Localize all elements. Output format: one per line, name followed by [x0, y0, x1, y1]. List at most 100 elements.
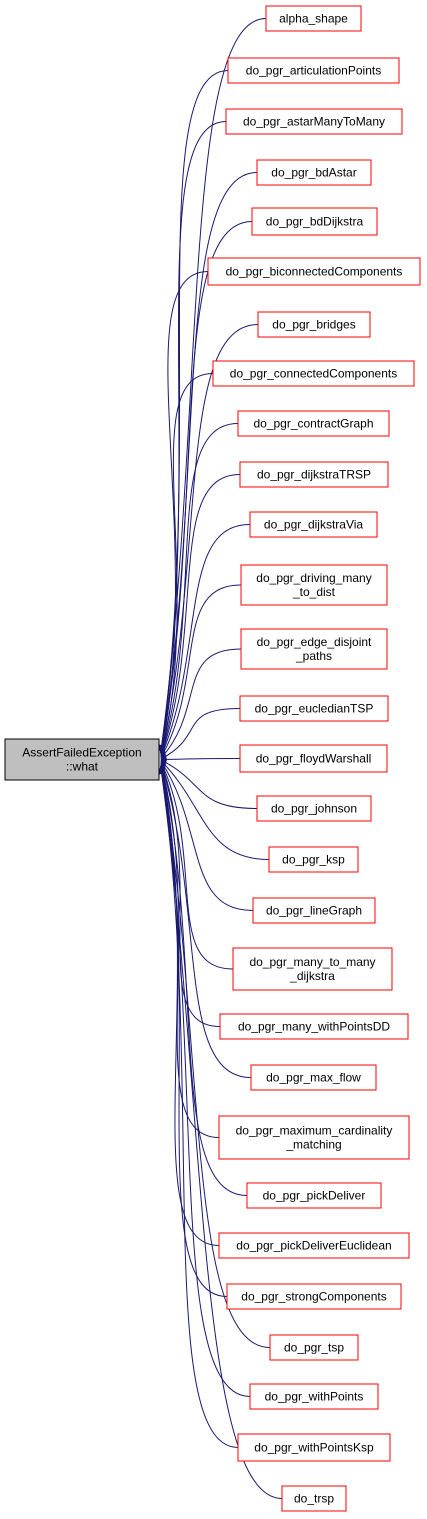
caller-node[interactable]: do_trsp	[281, 1485, 347, 1512]
call-edge	[160, 759, 258, 809]
caller-node-label: do_pgr_pickDeliver	[263, 1189, 366, 1203]
caller-node-box[interactable]	[265, 5, 362, 32]
caller-node-label: do_pgr_max_flow	[266, 1071, 361, 1085]
caller-node-box[interactable]	[237, 1433, 391, 1462]
call-edge	[160, 584, 242, 758]
caller-node-label: do_pgr_many_withPointsDD	[238, 1020, 390, 1034]
call-edge	[160, 648, 242, 759]
caller-node-box[interactable]	[249, 1383, 379, 1410]
caller-node[interactable]: do_pgr_bridges	[257, 311, 371, 338]
call-edge	[160, 760, 270, 860]
caller-node-box[interactable]	[281, 1485, 347, 1512]
caller-node-label: _to_dist	[292, 585, 336, 599]
caller-node[interactable]: do_pgr_many_to_many_dijkstra	[232, 947, 393, 991]
caller-node-box[interactable]	[239, 695, 389, 722]
caller-node-label: do_pgr_maximum_cardinality	[236, 1124, 393, 1138]
caller-node-box[interactable]	[227, 57, 400, 84]
caller-node-label: do_pgr_bridges	[272, 318, 355, 332]
caller-node[interactable]: do_pgr_contractGraph	[237, 410, 390, 437]
caller-node[interactable]: do_pgr_eucledianTSP	[239, 695, 389, 722]
call-edge	[159, 474, 241, 757]
caller-node-label: do_pgr_pickDeliverEuclidean	[236, 1239, 391, 1253]
caller-node-label: do_pgr_tsp	[284, 1341, 344, 1355]
call-edge	[159, 423, 239, 756]
call-edge	[158, 768, 283, 1499]
caller-node[interactable]: do_pgr_withPointsKsp	[237, 1433, 391, 1462]
call-edge	[159, 221, 253, 754]
caller-node-label: do_pgr_ksp	[282, 853, 345, 867]
caller-node-label: do_pgr_bdAstar	[271, 166, 356, 180]
call-edge	[160, 761, 234, 970]
caller-node[interactable]: do_pgr_connectedComponents	[212, 360, 415, 387]
caller-node[interactable]: do_pgr_strongComponents	[226, 1283, 402, 1310]
caller-node[interactable]: do_pgr_ksp	[268, 846, 359, 873]
call-edge	[160, 524, 251, 758]
caller-node[interactable]: do_pgr_dijkstraVia	[249, 511, 378, 538]
caller-node-label: do_pgr_connectedComponents	[230, 367, 397, 381]
caller-node-box[interactable]	[218, 1115, 410, 1160]
caller-node[interactable]: do_pgr_dijkstraTRSP	[239, 461, 389, 488]
caller-node-box[interactable]	[218, 1232, 410, 1259]
caller-node-box[interactable]	[237, 410, 390, 437]
call-edge	[160, 760, 254, 911]
caller-node[interactable]: do_pgr_biconnectedComponents	[207, 257, 421, 286]
call-edge	[159, 762, 252, 1078]
caller-node[interactable]: do_pgr_johnson	[256, 795, 372, 822]
caller-node-box[interactable]	[256, 159, 372, 186]
caller-node[interactable]: do_pgr_bdAstar	[256, 159, 372, 186]
caller-node-label: do_pgr_bdDijkstra	[266, 215, 364, 229]
caller-node-label: alpha_shape	[279, 12, 348, 26]
source-node-label: AssertFailedException	[22, 746, 141, 760]
caller-node[interactable]: do_pgr_edge_disjoint_paths	[240, 628, 388, 670]
caller-node-box[interactable]	[251, 207, 378, 236]
caller-node-label: do_pgr_many_to_many	[249, 955, 375, 969]
caller-node-box[interactable]	[226, 1283, 402, 1310]
caller-node-box[interactable]	[256, 795, 372, 822]
caller-node[interactable]: do_pgr_driving_many_to_dist	[240, 564, 388, 606]
caller-node-label: do_pgr_dijkstraTRSP	[257, 468, 371, 482]
caller-node-box[interactable]	[246, 1182, 382, 1209]
edges-layer	[158, 18, 283, 1499]
caller-node-box[interactable]	[239, 744, 388, 773]
caller-node-label: do_trsp	[294, 1492, 334, 1506]
caller-node-label: do_pgr_edge_disjoint	[257, 635, 372, 649]
call-edge	[158, 121, 227, 753]
caller-node[interactable]: do_pgr_withPoints	[249, 1383, 379, 1410]
caller-node-box[interactable]	[207, 257, 421, 286]
caller-node-box[interactable]	[250, 1064, 377, 1091]
caller-node-label: do_pgr_withPointsKsp	[254, 1441, 374, 1455]
caller-node-label: do_pgr_johnson	[271, 802, 357, 816]
caller-node-box[interactable]	[212, 360, 415, 387]
caller-node[interactable]: alpha_shape	[265, 5, 362, 32]
caller-node-label: _dijkstra	[289, 969, 335, 983]
caller-node[interactable]: do_pgr_pickDeliverEuclidean	[218, 1232, 410, 1259]
caller-node-box[interactable]	[269, 1334, 359, 1361]
caller-node[interactable]: do_pgr_floydWarshall	[239, 744, 388, 773]
caller-node[interactable]: do_pgr_max_flow	[250, 1064, 377, 1091]
call-edge	[158, 766, 271, 1348]
call-edge	[159, 373, 214, 756]
caller-node-box[interactable]	[257, 311, 371, 338]
caller-node[interactable]: do_pgr_lineGraph	[252, 897, 376, 924]
caller-node[interactable]: do_pgr_bdDijkstra	[251, 207, 378, 236]
caller-node-label: do_pgr_floydWarshall	[256, 752, 372, 766]
caller-node-box[interactable]	[252, 897, 376, 924]
caller-node[interactable]: do_pgr_astarManyToMany	[225, 108, 403, 135]
caller-node-box[interactable]	[225, 108, 403, 135]
caller-node-box[interactable]	[219, 1013, 409, 1040]
caller-node[interactable]: do_pgr_tsp	[269, 1334, 359, 1361]
caller-node-box[interactable]	[240, 628, 388, 670]
caller-node[interactable]: do_pgr_pickDeliver	[246, 1182, 382, 1209]
caller-node[interactable]: do_pgr_maximum_cardinality_matching	[218, 1115, 410, 1160]
call-edge	[160, 708, 241, 760]
caller-node-box[interactable]	[232, 947, 393, 991]
caller-node[interactable]: do_pgr_many_withPointsDD	[219, 1013, 409, 1040]
caller-node-box[interactable]	[268, 846, 359, 873]
caller-node[interactable]: do_pgr_articulationPoints	[227, 57, 400, 84]
caller-node-box[interactable]	[249, 511, 378, 538]
call-edge	[159, 765, 228, 1297]
caller-node-box[interactable]	[240, 564, 388, 606]
caller-node-box[interactable]	[239, 461, 389, 488]
caller-node-label: do_pgr_astarManyToMany	[243, 115, 385, 129]
